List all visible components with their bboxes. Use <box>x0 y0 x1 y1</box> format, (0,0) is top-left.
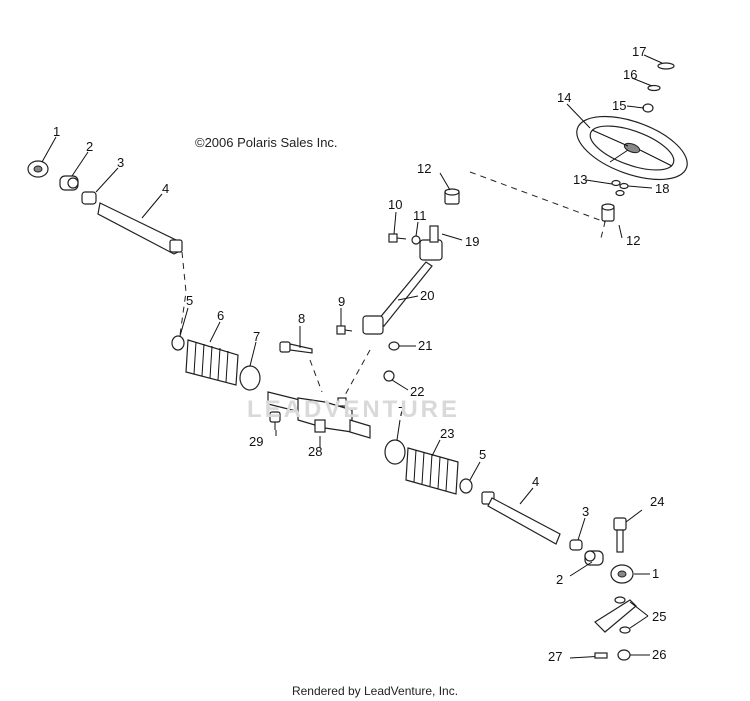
callout-8: 8 <box>298 311 305 326</box>
assembly-line-column-top <box>469 171 606 243</box>
callout-18: 18 <box>655 181 669 196</box>
bolt-8 <box>279 341 313 354</box>
callout-1-left: 1 <box>53 124 60 139</box>
callout-21: 21 <box>418 338 432 353</box>
callout-13: 13 <box>573 172 587 187</box>
callout-11: 11 <box>413 208 427 223</box>
leader-lines <box>41 54 663 656</box>
bolt-24 <box>613 517 627 553</box>
washer-11 <box>411 235 421 245</box>
callout-numbers: 1 2 3 4 5 6 7 8 9 10 11 12 12 13 14 15 1… <box>53 44 669 664</box>
callout-7-left: 7 <box>253 329 260 344</box>
steering-rack <box>267 391 371 439</box>
callout-25: 25 <box>652 609 666 624</box>
intermediate-shaft <box>362 225 443 335</box>
assembly-line-rack-center <box>309 359 323 393</box>
callout-12-lower: 12 <box>626 233 640 248</box>
steering-wheel <box>576 115 688 181</box>
bushing-lower <box>601 203 615 222</box>
nut-22 <box>383 370 395 382</box>
watermark-text: LEADVENTURE <box>247 396 461 423</box>
callout-2-left: 2 <box>86 139 93 154</box>
copyright-text: ©2006 Polaris Sales Inc. <box>195 135 338 150</box>
clamp-right <box>384 439 406 465</box>
callout-17: 17 <box>632 44 646 59</box>
callout-26: 26 <box>652 647 666 662</box>
jam-nut-right <box>584 550 604 566</box>
clamp-left <box>239 365 261 391</box>
footer-credit: Rendered by LeadVenture, Inc. <box>291 684 459 698</box>
callout-5-left: 5 <box>186 293 193 308</box>
assembly-line-shaft-rack <box>344 349 371 396</box>
callout-24: 24 <box>650 494 664 509</box>
tie-rod-left <box>97 202 183 255</box>
washers-18 <box>611 179 629 197</box>
callout-23: 23 <box>440 426 454 441</box>
tie-rod-right <box>481 491 561 545</box>
callout-19: 19 <box>465 234 479 249</box>
callout-29: 29 <box>249 434 263 449</box>
nut-26 <box>617 649 631 661</box>
rack-boot-left <box>185 339 239 386</box>
callout-2-right: 2 <box>556 572 563 587</box>
jam-nut-left <box>59 175 79 191</box>
tie-rod-end-right <box>610 564 634 584</box>
nut-21 <box>388 341 400 351</box>
cap-17 <box>657 62 675 70</box>
callout-20: 20 <box>420 288 434 303</box>
callout-3-left: 3 <box>117 155 124 170</box>
callout-5-right: 5 <box>479 447 486 462</box>
collar-right <box>459 478 473 494</box>
bushing-upper <box>444 188 460 205</box>
callout-9: 9 <box>338 294 345 309</box>
cotter-pin-27 <box>569 652 608 659</box>
bolt-29 <box>269 411 281 430</box>
callout-7-right: 7 <box>398 404 405 419</box>
washer-16 <box>647 84 661 92</box>
bolt-9 <box>336 325 353 335</box>
rack-boot-right <box>405 447 459 495</box>
callout-3-right: 3 <box>582 504 589 519</box>
nut-left <box>81 191 97 205</box>
tie-rod-end-left <box>27 160 49 178</box>
callout-12-upper: 12 <box>417 161 431 176</box>
callout-27: 27 <box>548 649 562 664</box>
collar-left <box>171 335 185 351</box>
bracket-25 <box>594 596 637 634</box>
callout-14: 14 <box>557 90 571 105</box>
nut-right <box>569 539 583 551</box>
callout-10: 10 <box>388 197 402 212</box>
callout-6: 6 <box>217 308 224 323</box>
bolt-10 <box>388 233 407 243</box>
callout-22: 22 <box>410 384 424 399</box>
callout-4-right: 4 <box>532 474 539 489</box>
callout-16: 16 <box>623 67 637 82</box>
callout-4-left: 4 <box>162 181 169 196</box>
callout-1-right: 1 <box>652 566 659 581</box>
callout-15: 15 <box>612 98 626 113</box>
assembly-line-tierod-left <box>179 251 187 336</box>
callout-28: 28 <box>308 444 322 459</box>
nut-15 <box>642 103 654 113</box>
